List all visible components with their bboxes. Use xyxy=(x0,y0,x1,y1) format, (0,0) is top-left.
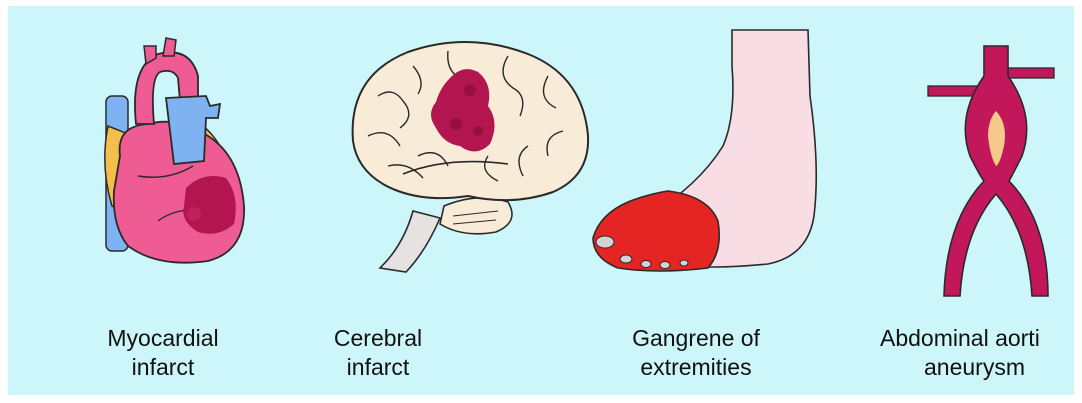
caption-line: infarct xyxy=(308,353,448,382)
caption-myocardial-infarct: Myocardial infarct xyxy=(78,324,248,382)
aortic-branch-2 xyxy=(163,38,176,56)
renal-artery-right xyxy=(1004,68,1054,78)
aorta-illustration xyxy=(928,46,1054,296)
caption-line: aneurysm xyxy=(880,353,1074,382)
caption-line: Cerebral xyxy=(308,324,448,353)
heart-illustration xyxy=(105,38,244,263)
gangrene-area xyxy=(593,191,719,271)
brain-illustration xyxy=(353,42,588,272)
brainstem xyxy=(380,211,440,272)
cerebellum xyxy=(440,198,512,234)
caption-line: Abdominal aorti xyxy=(880,324,1074,353)
caption-cerebral-infarct: Cerebral infarct xyxy=(308,324,448,382)
caption-aortic-aneurysm: Abdominal aorti aneurysm xyxy=(880,324,1074,382)
caption-line: Myocardial xyxy=(78,324,248,353)
bottom-border xyxy=(0,395,1082,403)
caption-line: extremities xyxy=(606,353,786,382)
right-border xyxy=(1074,0,1082,403)
figure-panel: Myocardial infarct Cerebral infarct Gang… xyxy=(8,6,1074,395)
abdominal-aorta xyxy=(944,46,1048,296)
caption-gangrene: Gangrene of extremities xyxy=(606,324,786,382)
caption-line: Gangrene of xyxy=(606,324,786,353)
foot-illustration xyxy=(593,30,816,271)
caption-line: infarct xyxy=(78,353,248,382)
